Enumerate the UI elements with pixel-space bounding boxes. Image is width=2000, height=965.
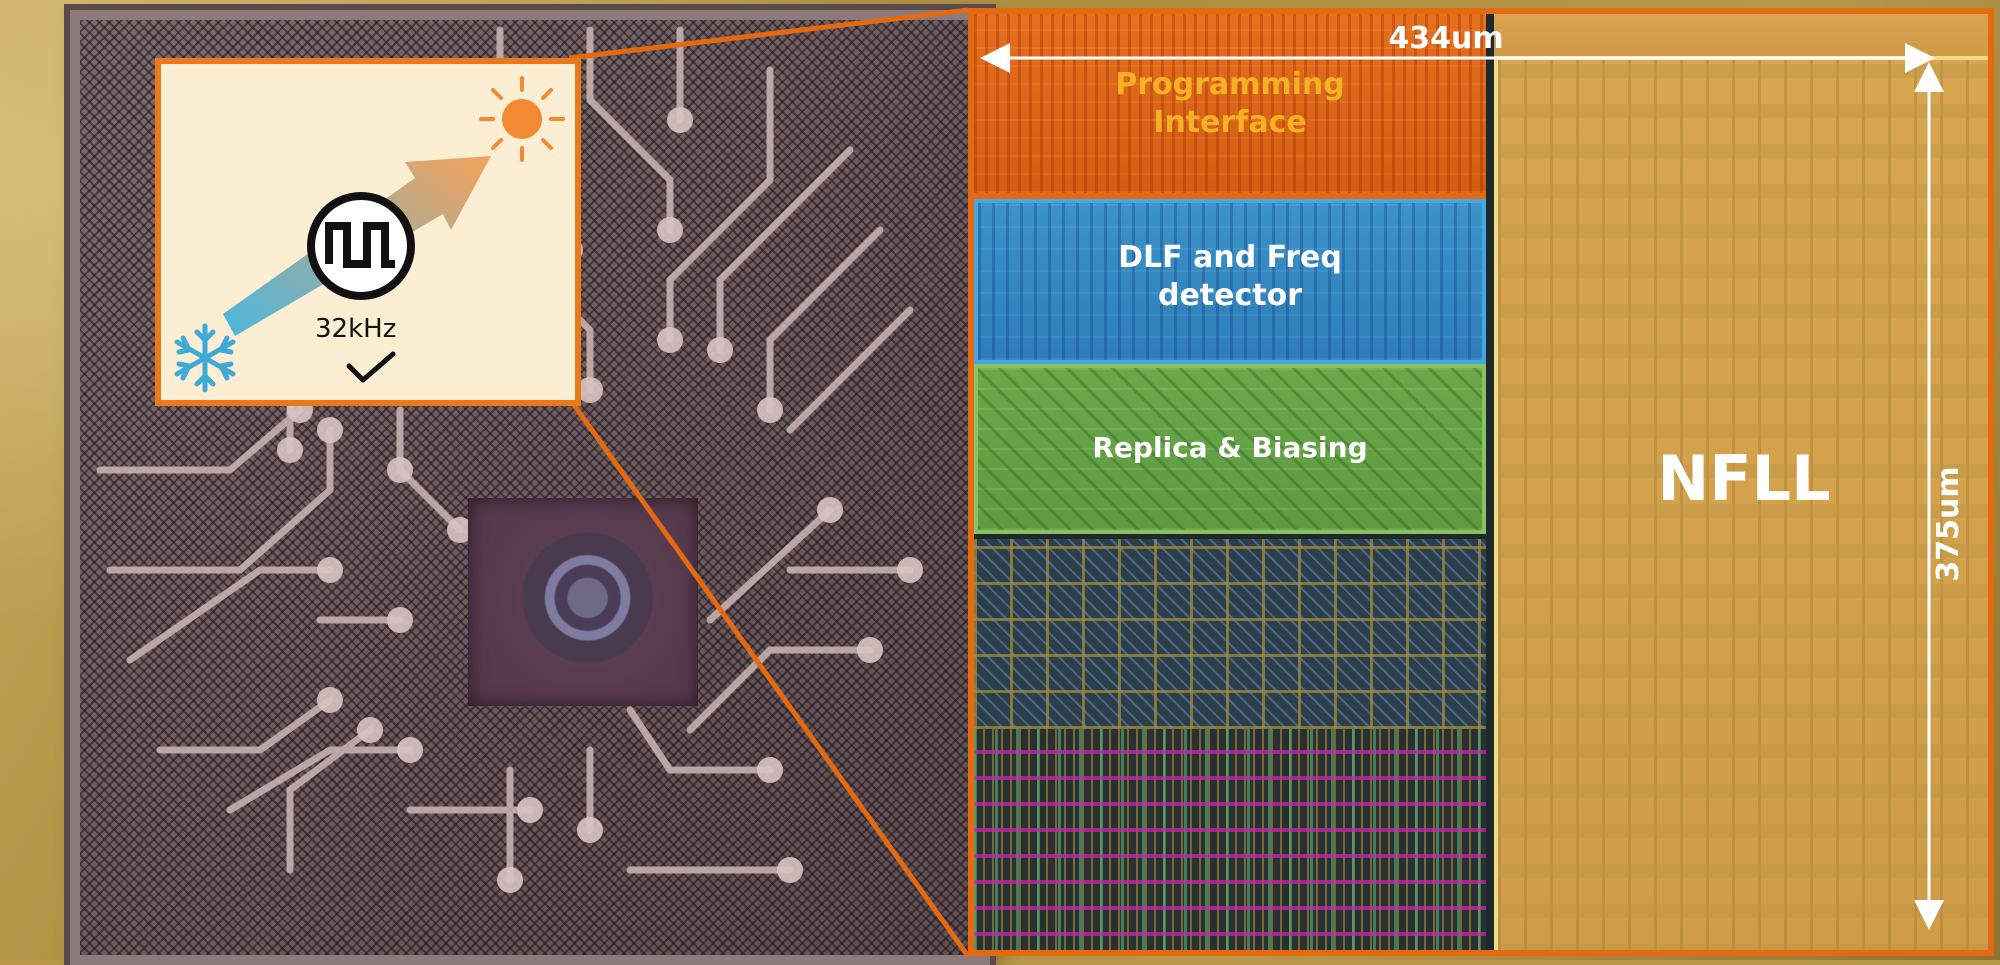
dlf-freq-detector-block: DLF and Freq detector [974,199,1486,364]
replica-biasing-block: Replica & Biasing [974,364,1486,534]
height-dimension-label: 375um [1931,466,1966,581]
inset-panel: 32kHz [155,58,581,406]
nfll-block: NFLL [1494,56,1988,950]
snowflake-icon [174,323,236,393]
square-wave-clock-icon [307,192,415,300]
checkmark-icon [346,351,396,383]
frequency-label: 32kHz [315,314,397,344]
dimension-overlay: 434um 375um [980,21,1966,930]
dlf-freq-detector-label: DLF and Freq detector [1118,240,1342,313]
center-bond-pad [468,498,698,706]
capacitor-array-block [974,539,1486,729]
width-dimension-label: 434um [1388,21,1503,56]
sun-icon [479,76,565,162]
replica-biasing-label: Replica & Biasing [1092,431,1368,464]
chip-layout-panel: Programming Interface DLF and Freq detec… [968,8,1994,956]
logic-block [974,729,1486,950]
nfll-label: NFLL [1657,442,1831,515]
